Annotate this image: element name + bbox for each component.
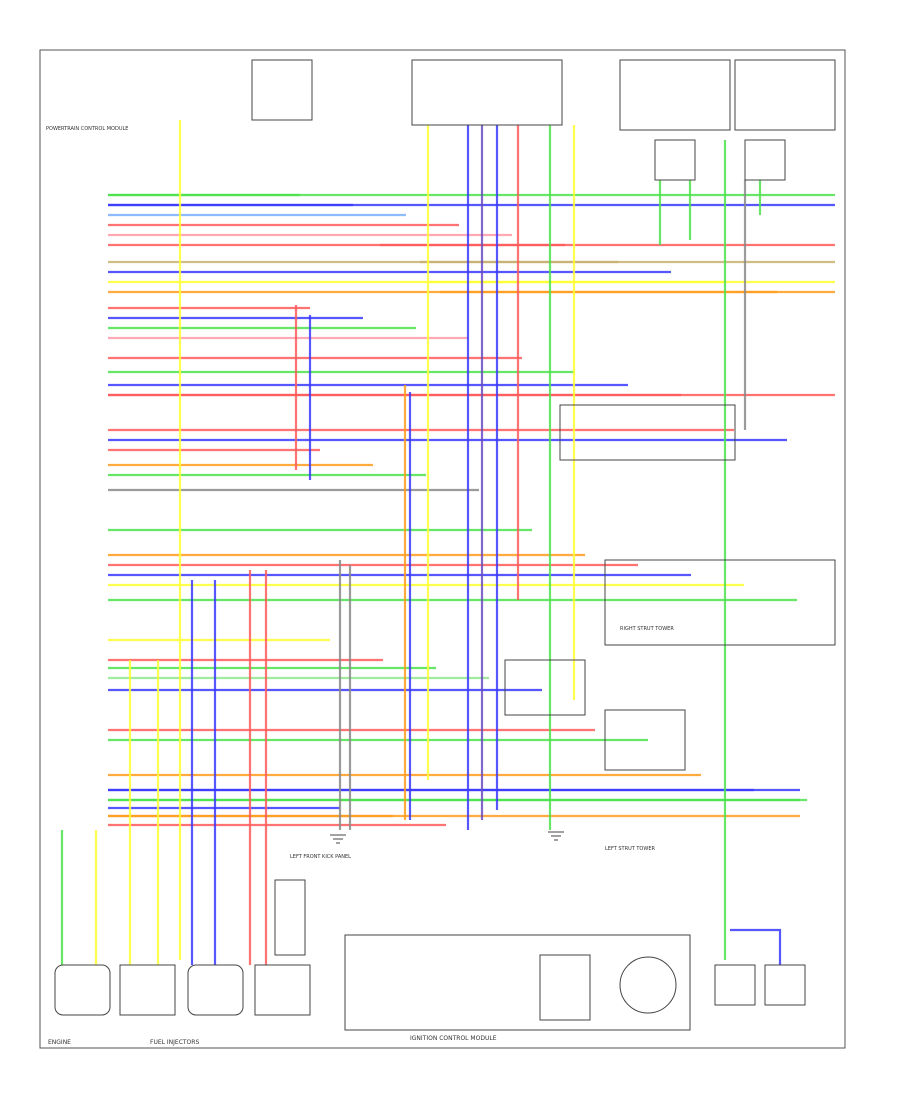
top-components: [251, 59, 836, 181]
injector-1: [54, 964, 111, 1016]
sensor-box: [504, 659, 586, 716]
label-pcm: POWERTRAIN CONTROL MODULE: [46, 126, 128, 132]
ground-icon: [548, 831, 564, 841]
bottom-components: [54, 879, 806, 1031]
connector-block: [274, 879, 306, 956]
label-left-kick-panel: LEFT FRONT KICK PANEL: [290, 854, 351, 860]
distributor-box: [344, 934, 691, 1031]
label-left-strut: LEFT STRUT TOWER: [605, 846, 655, 852]
sensor-box: [714, 964, 756, 1006]
ignition-coil: [539, 954, 591, 1021]
sensor-box: [764, 964, 806, 1006]
sensor-box: [604, 709, 686, 771]
relay-box: [744, 139, 786, 181]
label-ignition-module: IGNITION CONTROL MODULE: [410, 1035, 497, 1042]
relay-box: [654, 139, 696, 181]
ground-symbols: [330, 831, 564, 844]
label-right-strut: RIGHT STRUT TOWER: [620, 626, 674, 632]
diagram-border: [39, 49, 846, 1049]
component-box: [251, 59, 313, 121]
injector-2: [119, 964, 176, 1016]
wire-blue: [730, 928, 782, 965]
label-fuel-injectors: FUEL INJECTORS: [150, 1039, 199, 1046]
label-bottom-left: ENGINE: [48, 1039, 71, 1046]
ground-icon: [330, 834, 346, 844]
component-box: [619, 59, 731, 131]
switch-box: [604, 559, 836, 646]
injector-3: [187, 964, 244, 1016]
component-box: [734, 59, 836, 131]
injector-4: [254, 964, 311, 1016]
sensor-box: [559, 404, 736, 461]
distributor-cap: [619, 956, 677, 1014]
wires-group: [60, 120, 835, 965]
right-components: [504, 404, 836, 771]
fuse-block-box: [411, 59, 563, 126]
